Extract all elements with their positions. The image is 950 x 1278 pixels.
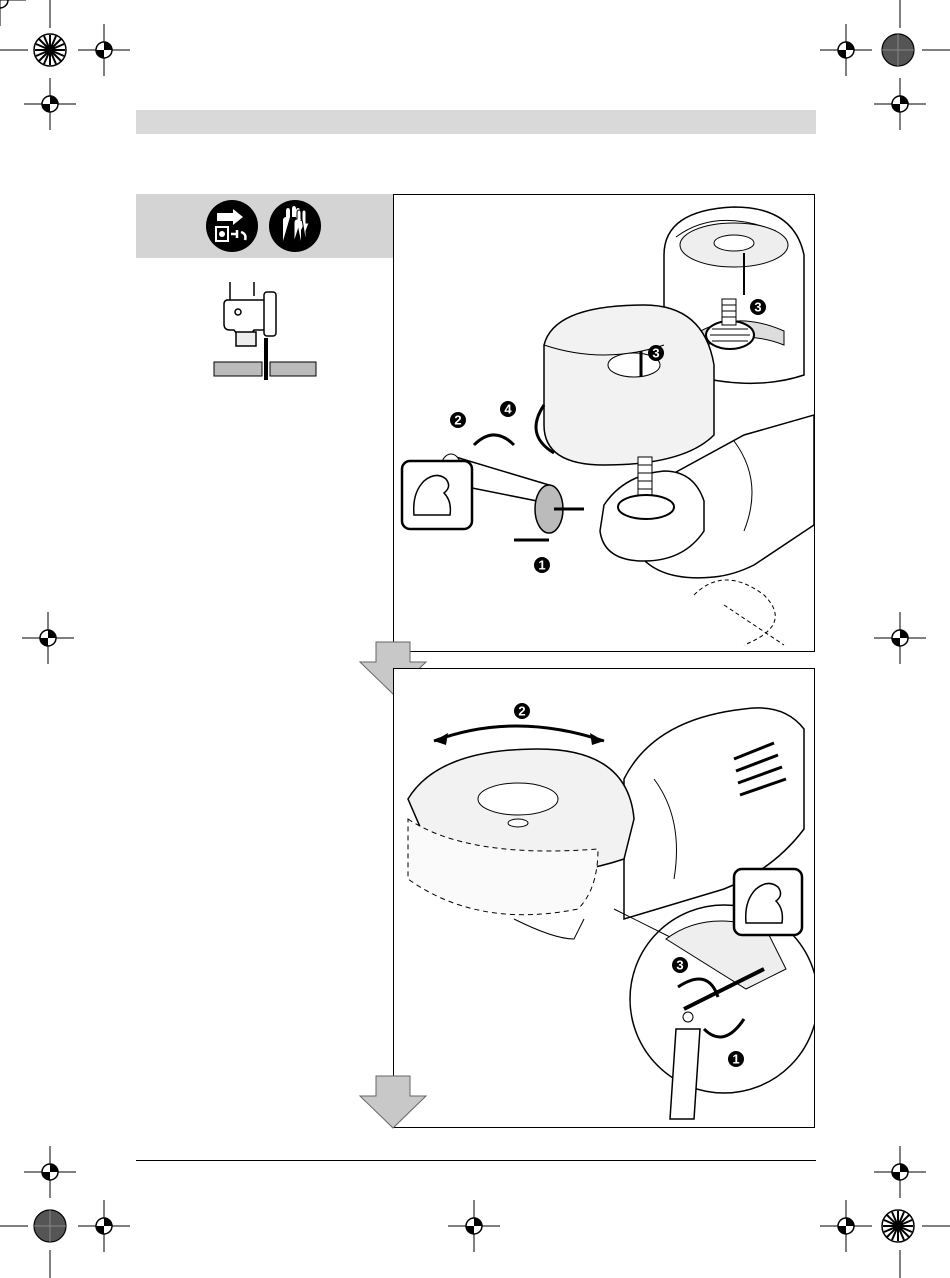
warning-panel: [136, 194, 393, 258]
svg-text:2: 2: [454, 413, 461, 428]
step1-callout-4: 4: [500, 401, 516, 417]
cut-position-diagram: [212, 282, 320, 380]
step1-callout-3-inset: 3: [750, 299, 766, 315]
step2-callout-1: 1: [728, 1051, 744, 1067]
rotate-guard-arrow: [434, 726, 604, 745]
wear-gloves-icon: [268, 199, 322, 253]
hand-force-icon: [402, 461, 472, 529]
clamp-screw-inset: [614, 905, 814, 1119]
svg-text:4: 4: [504, 402, 512, 417]
guard-step2: [408, 749, 634, 939]
header-bar: [136, 110, 816, 134]
protective-guard: [544, 305, 714, 465]
svg-text:2: 2: [518, 704, 525, 719]
step1-callout-1: 1: [534, 557, 550, 573]
step2-callout-2: 2: [514, 703, 530, 719]
step2-illustration: 1 2 3: [394, 669, 814, 1127]
step2-callout-3: 3: [672, 957, 688, 973]
svg-text:1: 1: [732, 1052, 739, 1067]
unplug-before-work-icon: [205, 199, 259, 253]
step1-illustration: 1 2 3 3 4: [394, 195, 814, 651]
svg-text:3: 3: [652, 346, 659, 361]
footer-rule: [136, 1160, 816, 1161]
svg-text:1: 1: [538, 558, 545, 573]
step1-callout-3: 3: [648, 345, 664, 361]
down-arrow-2: [358, 1074, 428, 1130]
step1-callout-2: 2: [450, 412, 466, 428]
hand-force-icon-step2: [734, 869, 802, 935]
svg-text:3: 3: [676, 958, 683, 973]
svg-text:3: 3: [754, 300, 761, 315]
